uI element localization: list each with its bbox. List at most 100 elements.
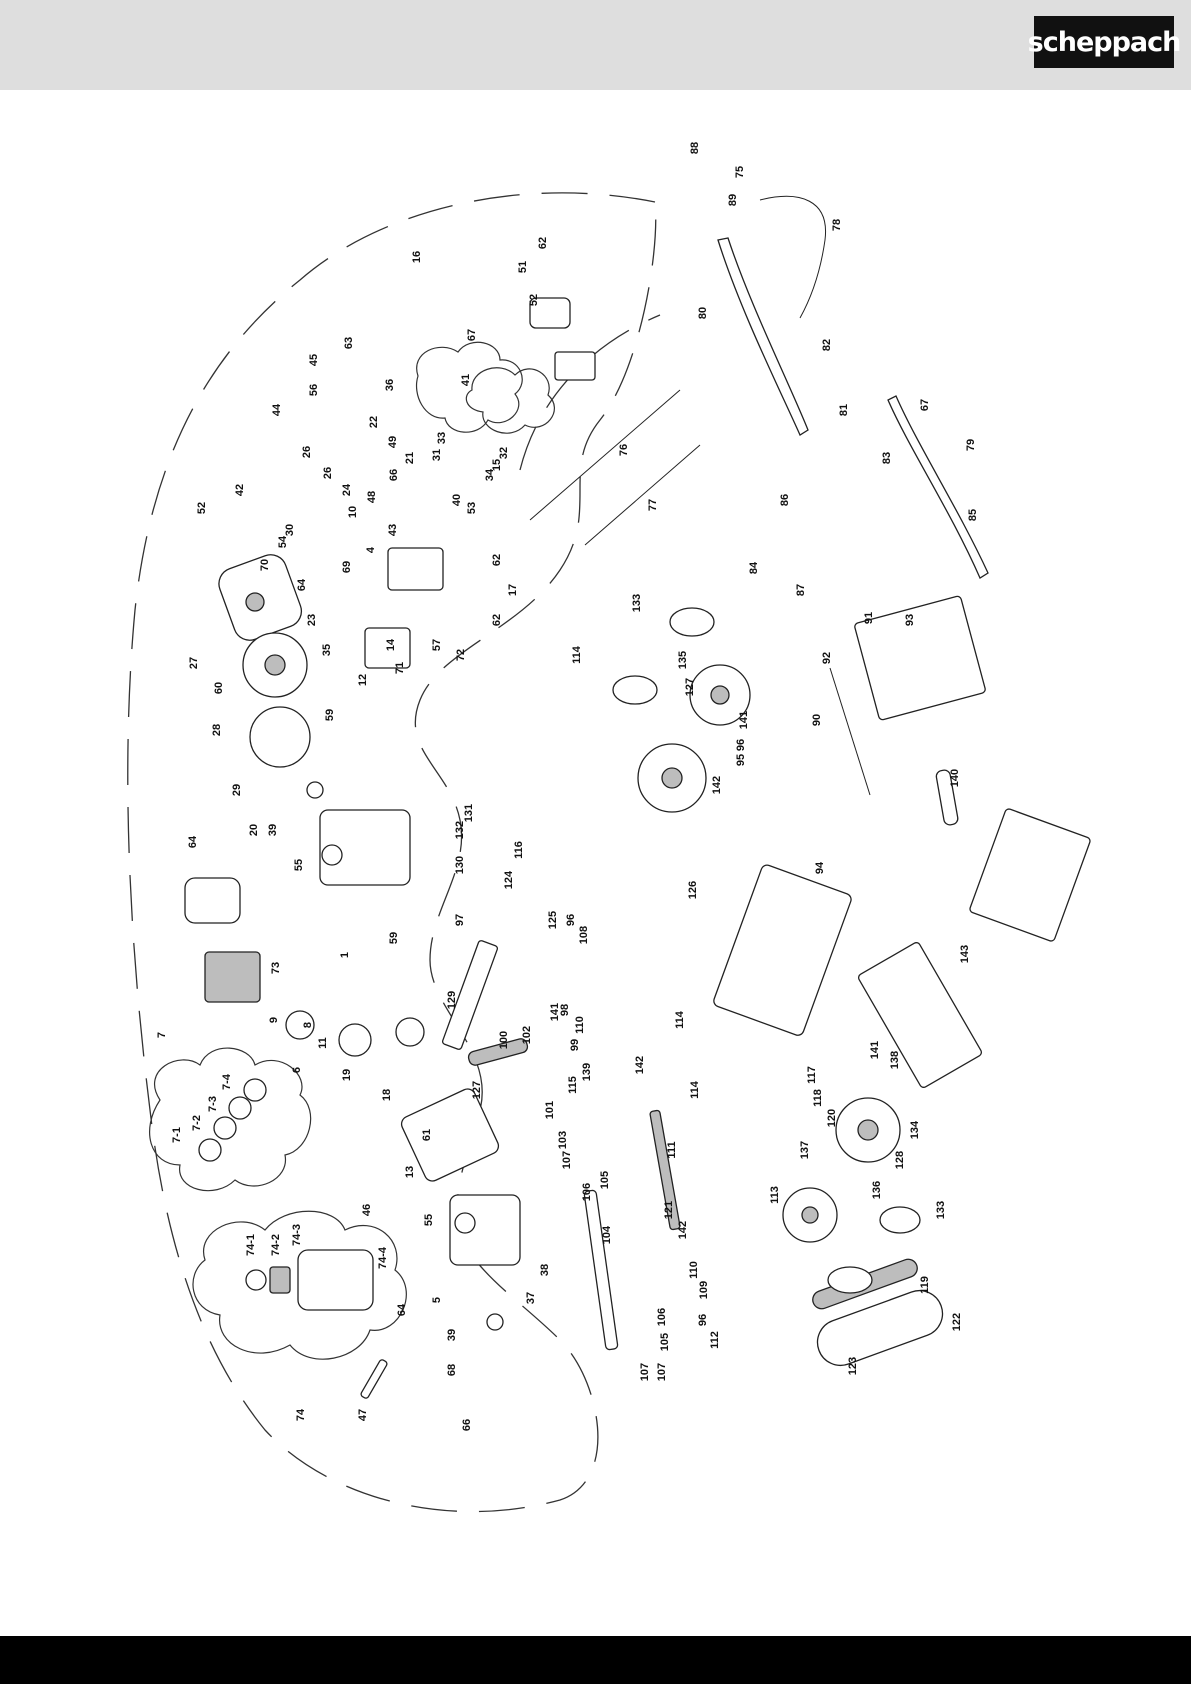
part-label: 82 [821,339,833,351]
part-label: 122 [951,1313,963,1331]
part-label: 120 [826,1109,838,1127]
part-label: 28 [211,724,223,736]
seal-39b [486,1313,504,1331]
part-label: 141 [738,711,750,729]
part-label: 92 [821,652,833,664]
part-label: 114 [571,645,583,664]
part-label: 61 [421,1129,433,1141]
part-label: 7-4 [221,1073,233,1090]
side-cover [449,1194,521,1266]
part-label: 33 [436,432,448,444]
part-label: 90 [811,714,823,726]
part-label: 69 [341,561,353,573]
part-label: 74 [295,1408,307,1421]
muffler-screen [269,1266,291,1294]
part-label: 63 [343,337,355,349]
part-label: 7-3 [207,1096,219,1112]
part-label: 126 [687,881,699,899]
part-label: 5 [431,1297,443,1303]
part-label: 10 [347,506,359,518]
part-label: 142 [677,1221,689,1239]
part-label: 52 [528,294,540,306]
part-label: 15 [491,459,503,471]
crankshaft [395,1017,425,1047]
part-label: 9 [268,1017,280,1023]
dipstick [360,1359,388,1399]
part-label: 64 [296,578,308,591]
part-label: 111 [666,1141,678,1158]
wheel-134d-hub [801,1206,819,1224]
part-label: 59 [324,709,336,721]
part-label: 7-1 [171,1127,183,1143]
part-label: 53 [466,502,478,514]
part-label: 105 [599,1171,611,1189]
part-label: 140 [949,769,961,787]
brand-logo-text: scheppach [1027,26,1182,58]
handle-104 [583,1189,619,1351]
muffler [297,1249,374,1311]
part-label: 22 [368,416,380,428]
part-label: 6 [291,1067,303,1073]
part-label: 34 [484,468,496,481]
engine-inner-divider [519,314,661,471]
part-label: 79 [965,439,977,451]
part-label: 46 [361,1204,373,1216]
wheel-134a-hub [710,685,730,705]
part-label: 42 [234,484,246,496]
part-label: 119 [919,1276,931,1294]
part-label: 14 [385,638,397,651]
frame-91 [854,595,986,721]
part-label: 127 [684,678,696,696]
part-label: 44 [271,403,283,416]
ring-7-2 [213,1116,237,1140]
part-label: 8 [302,1022,314,1028]
part-label: 84 [748,561,760,574]
part-label: 106 [581,1183,593,1201]
rod-90 [829,667,871,796]
ring-7-3 [228,1096,252,1120]
part-label: 77 [647,499,659,511]
carb-cloud [416,341,523,433]
cable-76 [529,389,681,521]
part-label: 130 [454,856,466,874]
part-label: 36 [384,379,396,391]
part-label: 35 [321,644,333,656]
part-label: 66 [388,469,400,481]
part-label: 57 [431,639,443,651]
part-label: 7 [156,1032,168,1038]
part-label: 117 [806,1066,818,1084]
part-label: 52 [196,502,208,514]
part-label: 107 [561,1151,573,1169]
wheel-134b-hub [661,767,683,789]
part-label: 136 [871,1181,883,1199]
part-label: 27 [188,657,200,669]
part-label: 24 [341,483,353,496]
fuel-tank [204,951,261,1003]
ring-7-1 [198,1138,222,1162]
part-label: 143 [959,945,971,963]
part-label: 38 [539,1264,551,1276]
part-label: 142 [634,1056,646,1074]
part-label: 29 [231,784,243,796]
part-label: 62 [537,237,549,249]
part-label: 139 [581,1063,593,1081]
part-label: 105 [659,1333,671,1351]
part-label: 26 [301,446,313,458]
part-label: 133 [935,1201,947,1219]
part-label: 106 [656,1308,668,1326]
part-label: 132 [454,821,466,839]
part-label: 39 [446,1329,458,1341]
part-label: 95 [735,754,747,766]
exploded-parts-diagram: 145677-17-27-37-489101112131415161718192… [127,142,1091,1513]
part-label: 55 [423,1214,435,1226]
part-label: 96 [697,1314,709,1326]
part-label: 87 [795,584,807,596]
part-label: 41 [460,374,472,386]
part-label: 17 [507,584,519,596]
ring-7-4 [243,1078,267,1102]
part-label: 80 [697,307,709,319]
part-label: 74-4 [377,1246,389,1269]
part-label: 121 [663,1201,675,1219]
part-label: 135 [677,651,689,669]
part-label: 115 [567,1076,579,1094]
